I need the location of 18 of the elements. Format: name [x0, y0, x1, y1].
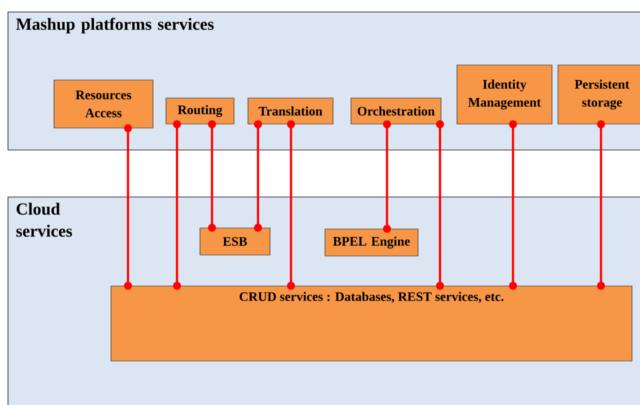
- service-box: BPEL Engine: [324, 228, 418, 256]
- connector: [287, 120, 295, 290]
- service-box: Identity Management: [456, 64, 552, 124]
- service-box: Translation: [248, 98, 334, 124]
- connector: [436, 120, 444, 290]
- connector: [124, 124, 132, 290]
- service-box: Persistent storage: [558, 64, 640, 124]
- connector: [254, 120, 262, 232]
- service-box: ESB: [200, 228, 270, 256]
- connector: [509, 120, 517, 290]
- service-box: Resources Access: [54, 80, 154, 128]
- connector: [173, 120, 181, 290]
- service-box: Routing: [166, 98, 234, 124]
- connector: [383, 120, 391, 233]
- service-box: Orchestration: [350, 98, 442, 124]
- service-box: CRUD services : Databases, REST services, etc.: [110, 286, 632, 362]
- connector: [597, 120, 605, 290]
- connector: [208, 120, 216, 232]
